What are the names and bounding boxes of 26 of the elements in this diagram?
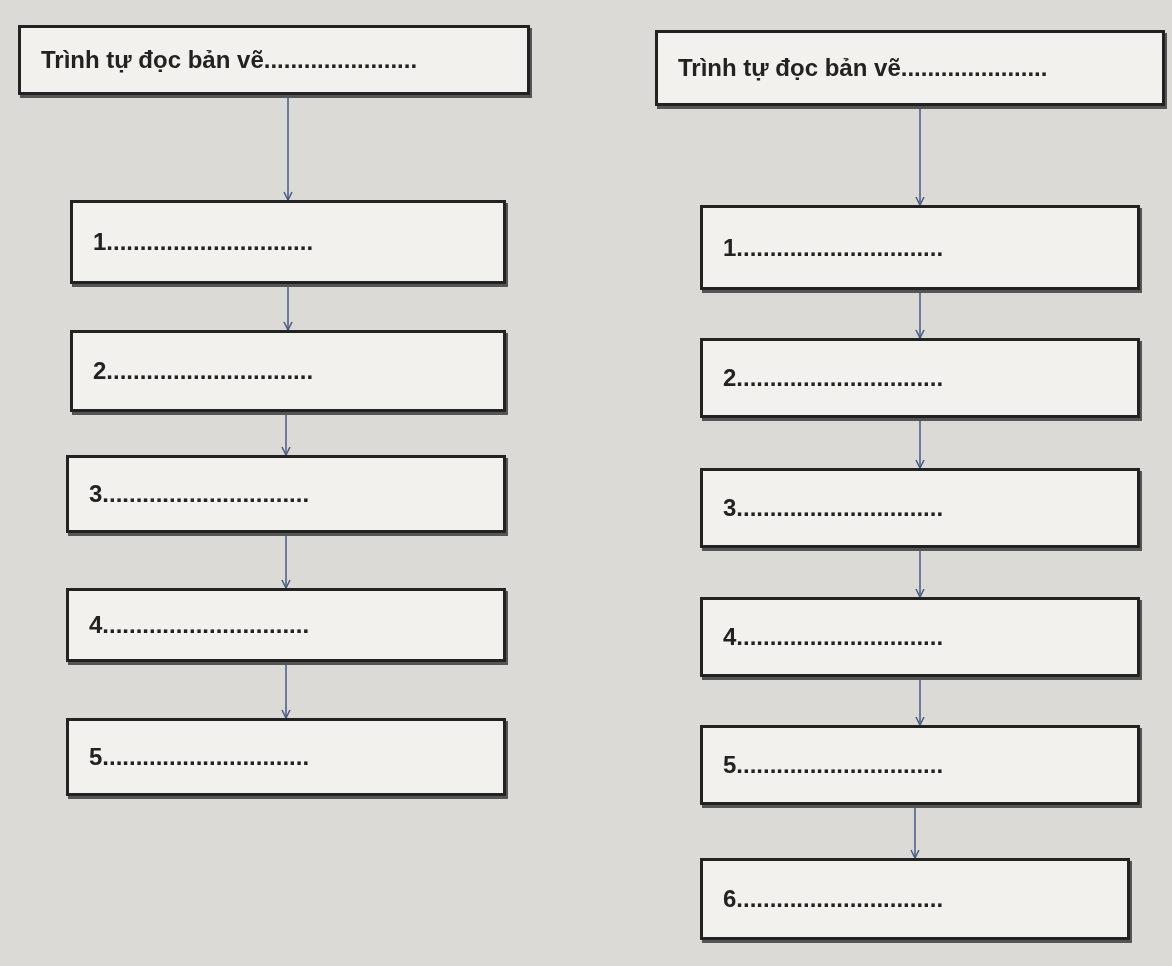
step-text: Trình tự đọc bản vẽ......................: [678, 53, 1048, 83]
step-box: [70, 200, 506, 284]
step-text: Trình tự đọc bản vẽ.......................: [41, 45, 418, 75]
step-box: [70, 330, 506, 412]
step-box: [66, 588, 506, 662]
step-text: 3...............................: [89, 479, 310, 509]
step-box: [66, 718, 506, 796]
step-box: [700, 597, 1140, 677]
step-box: [66, 455, 506, 533]
step-text: 4...............................: [723, 622, 944, 652]
step-text: 2...............................: [93, 356, 314, 386]
step-text: 1...............................: [723, 232, 944, 263]
step-text: 6...............................: [723, 884, 944, 914]
step-box: [700, 205, 1140, 290]
step-box: [700, 468, 1140, 548]
step-text: 5...............................: [723, 750, 944, 780]
step-box: [700, 338, 1140, 418]
step-text: 3...............................: [723, 493, 944, 523]
step-text: 1...............................: [93, 227, 314, 257]
step-box: [655, 30, 1165, 106]
step-text: 5...............................: [89, 742, 310, 772]
step-box: [700, 858, 1130, 940]
step-text: 2...............................: [723, 363, 944, 393]
step-box: [18, 25, 530, 95]
step-text: 4...............................: [89, 610, 310, 640]
step-box: [700, 725, 1140, 805]
